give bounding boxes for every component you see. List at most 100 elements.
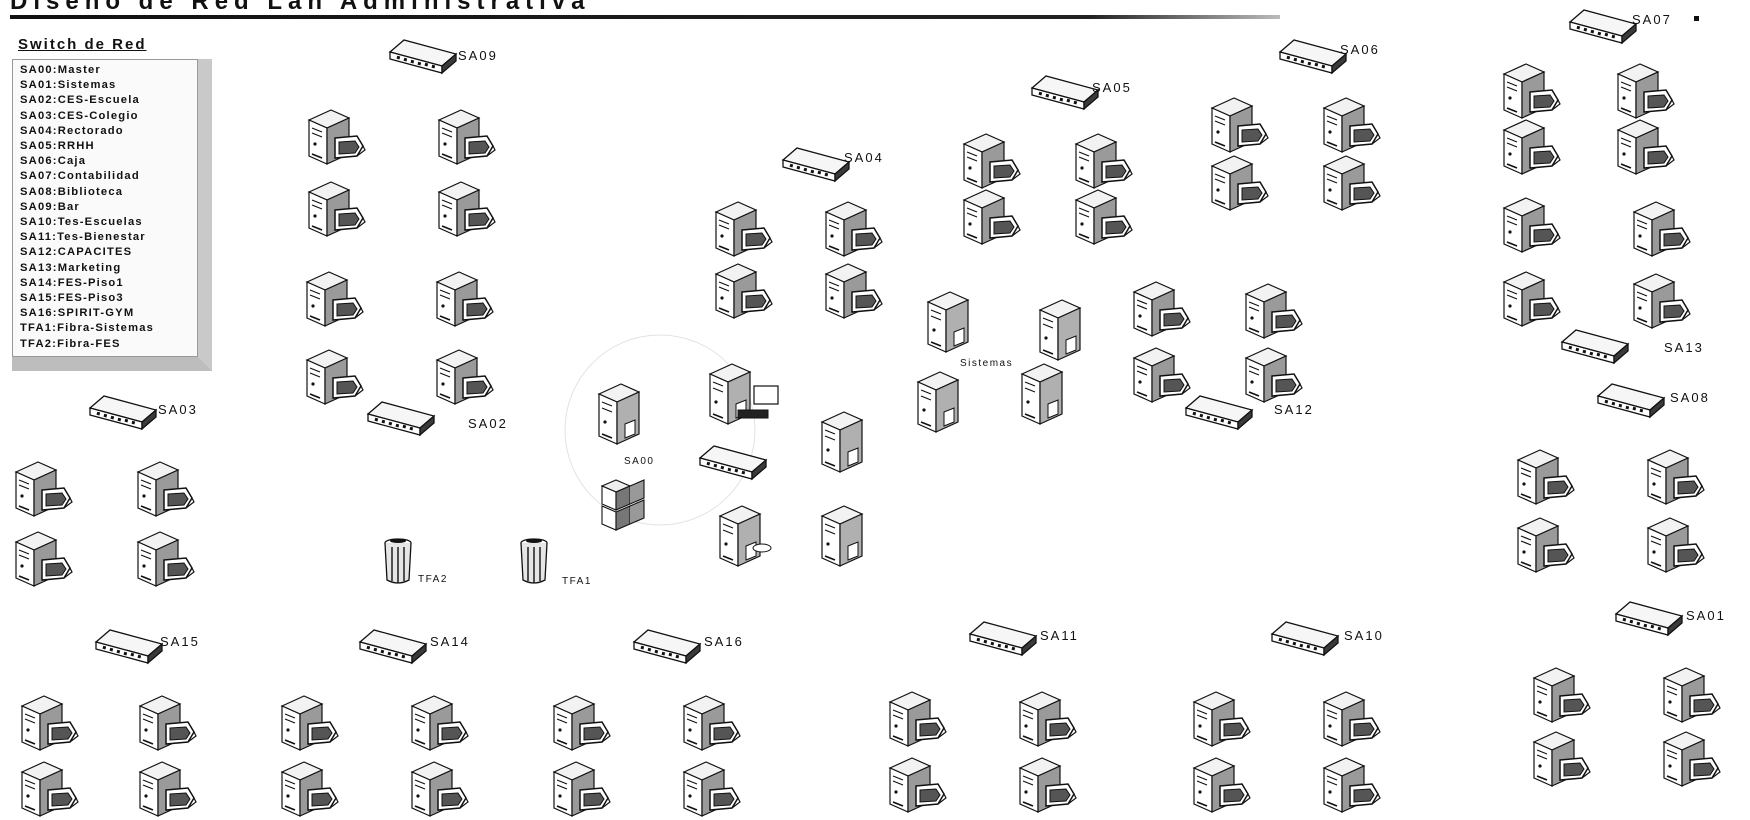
switch-icon bbox=[634, 630, 700, 663]
computer-icon bbox=[826, 264, 882, 318]
switch-label: SA16 bbox=[704, 634, 744, 649]
computer-icon bbox=[1212, 156, 1268, 210]
switch-label: SA11 bbox=[1040, 628, 1079, 643]
switch-label: SA09 bbox=[458, 48, 498, 63]
switch-label: SA02 bbox=[468, 416, 508, 431]
computer-icon bbox=[1324, 692, 1380, 746]
computer-icon bbox=[1504, 120, 1560, 174]
computer-icon bbox=[1194, 758, 1250, 812]
computer-icon bbox=[964, 190, 1020, 244]
computer-icon bbox=[307, 272, 363, 326]
switch-label: SA15 bbox=[160, 634, 200, 649]
switch-icon bbox=[1032, 76, 1098, 109]
computer-icon bbox=[412, 762, 468, 816]
computer-icon bbox=[1194, 692, 1250, 746]
computer-icon bbox=[1504, 64, 1560, 118]
computer-icon bbox=[1212, 98, 1268, 152]
switch-icon bbox=[1272, 622, 1338, 655]
computer-icon bbox=[964, 134, 1020, 188]
computer-icon bbox=[1134, 282, 1190, 336]
computer-icon bbox=[1618, 64, 1674, 118]
computer-icon bbox=[1324, 98, 1380, 152]
switch-icon bbox=[1598, 384, 1664, 417]
switch-label: SA10 bbox=[1344, 628, 1384, 643]
computer-icon bbox=[1504, 198, 1560, 252]
computer-icon bbox=[1020, 758, 1076, 812]
computer-icon bbox=[412, 696, 468, 750]
computer-icon bbox=[716, 264, 772, 318]
switch-label: SA07 bbox=[1632, 12, 1672, 27]
computer-icon bbox=[1246, 348, 1302, 402]
computer-icon bbox=[437, 272, 493, 326]
fiber-icon bbox=[385, 539, 411, 583]
server-icon bbox=[918, 372, 958, 432]
computer-icon bbox=[554, 762, 610, 816]
computer-icon bbox=[282, 696, 338, 750]
monitor-icon bbox=[754, 386, 778, 404]
computer-icon bbox=[307, 350, 363, 404]
computer-icon bbox=[1134, 348, 1190, 402]
switch-icon bbox=[970, 622, 1036, 655]
computer-icon bbox=[439, 182, 495, 236]
computer-icon bbox=[1246, 284, 1302, 338]
computer-icon bbox=[1504, 272, 1560, 326]
switch-icon bbox=[390, 40, 456, 73]
switch-label: SA12 bbox=[1274, 402, 1314, 417]
computer-icon bbox=[1648, 518, 1704, 572]
computer-icon bbox=[1076, 190, 1132, 244]
computer-icon bbox=[16, 462, 72, 516]
switch-icon bbox=[96, 630, 162, 663]
switch-label: SA05 bbox=[1092, 80, 1132, 95]
computer-icon bbox=[684, 762, 740, 816]
switch-label: SA06 bbox=[1340, 42, 1380, 57]
backbone-ring bbox=[565, 335, 755, 525]
computer-icon bbox=[138, 532, 194, 586]
computer-icon bbox=[140, 696, 196, 750]
computer-icon bbox=[1634, 274, 1690, 328]
switch-label: SA04 bbox=[844, 150, 884, 165]
computer-icon bbox=[1324, 758, 1380, 812]
switch-icon bbox=[368, 402, 434, 435]
computer-icon bbox=[1648, 450, 1704, 504]
computer-icon bbox=[282, 762, 338, 816]
switch-icon bbox=[1616, 602, 1682, 635]
switch-icon bbox=[1570, 10, 1636, 43]
server-icon bbox=[822, 412, 862, 472]
computer-icon bbox=[138, 462, 194, 516]
computer-icon bbox=[439, 110, 495, 164]
computer-icon bbox=[22, 696, 78, 750]
computer-icon bbox=[1076, 134, 1132, 188]
switch-label: SA01 bbox=[1686, 608, 1726, 623]
server-icon bbox=[720, 506, 760, 566]
switch-icon bbox=[700, 446, 766, 479]
server-icon bbox=[928, 292, 968, 352]
server-icon bbox=[1040, 300, 1080, 360]
computer-icon bbox=[1634, 202, 1690, 256]
computer-icon bbox=[1020, 692, 1076, 746]
server-icon bbox=[822, 506, 862, 566]
fiber-icon bbox=[521, 539, 547, 583]
server-icon bbox=[1022, 364, 1062, 424]
computer-icon bbox=[140, 762, 196, 816]
computer-icon bbox=[1618, 120, 1674, 174]
switch-icon bbox=[1186, 396, 1252, 429]
fiber-label: TFA1 bbox=[562, 576, 592, 587]
computer-icon bbox=[1534, 668, 1590, 722]
computer-icon bbox=[684, 696, 740, 750]
computer-icon bbox=[1518, 450, 1574, 504]
switch-icon bbox=[1280, 40, 1346, 73]
computer-icon bbox=[309, 182, 365, 236]
switch-label: SA14 bbox=[430, 634, 470, 649]
computer-icon bbox=[1324, 156, 1380, 210]
computer-icon bbox=[437, 350, 493, 404]
switch-label: SA13 bbox=[1664, 340, 1704, 355]
computer-icon bbox=[890, 692, 946, 746]
switch-label: SA00 bbox=[624, 456, 654, 467]
disk-icon bbox=[753, 544, 771, 552]
master-server-icon bbox=[599, 384, 639, 444]
computer-icon bbox=[1664, 732, 1720, 786]
computer-icon bbox=[1664, 668, 1720, 722]
switch-icon bbox=[360, 630, 426, 663]
switch-icon bbox=[1562, 330, 1628, 363]
